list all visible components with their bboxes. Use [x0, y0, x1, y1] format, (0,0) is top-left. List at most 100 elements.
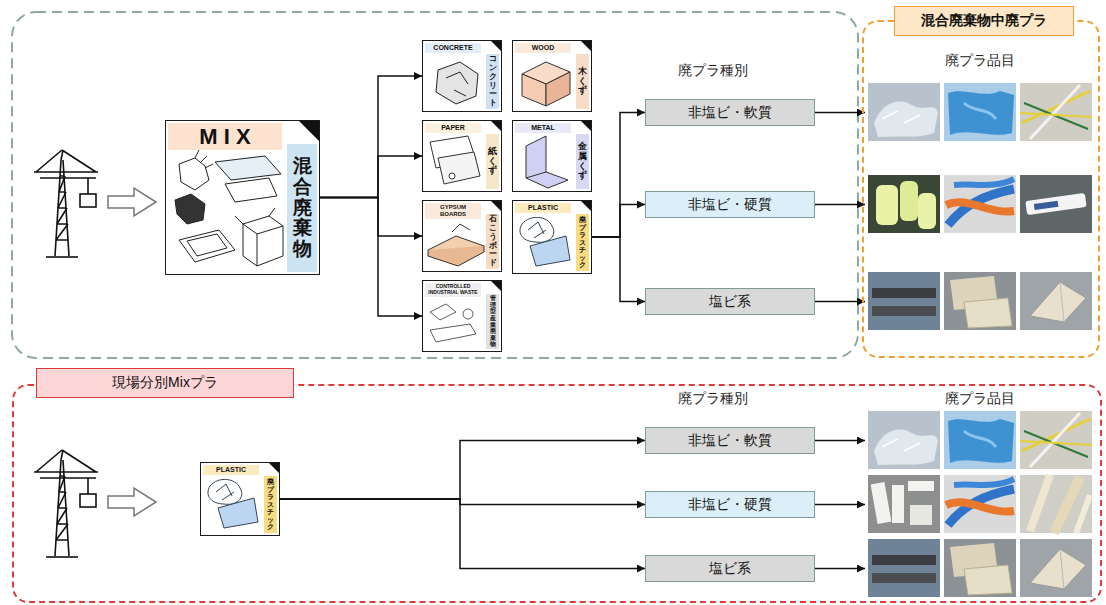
column-heading: 廃プラ品目	[945, 52, 1015, 70]
category-box: 塩ビ系	[645, 555, 815, 582]
flow-arrow	[280, 441, 645, 500]
bxh-holder: 非塩ビ・軟質	[688, 104, 772, 122]
concrete-icon-art	[490, 40, 502, 52]
photo-grid	[944, 272, 1016, 330]
photo-grid	[1020, 411, 1092, 469]
photo-arrow	[815, 568, 865, 570]
flow-arrow	[320, 156, 422, 198]
region-heading: 混合廃棄物中廃プラ	[894, 6, 1074, 36]
hd-holder: CONCRETE	[425, 43, 481, 53]
mix-waste-art	[215, 156, 281, 180]
photo-grid	[1020, 539, 1092, 597]
vertical-label: 廃プラスチック	[579, 216, 586, 269]
photo-arrow	[815, 440, 865, 442]
vertical-label: 石こうボード	[489, 215, 497, 268]
flow-arrow	[592, 237, 645, 301]
photo-arrow	[815, 301, 865, 303]
bxh-holder: 非塩ビ・硬質	[688, 196, 772, 214]
gypsum-icon-art	[490, 200, 502, 212]
vertical-label: 廃プラスチック	[267, 478, 274, 531]
hd-holder: CONTROLLED INDUSTRIAL WASTE	[425, 283, 481, 297]
mix-waste-art	[195, 150, 213, 168]
waste-category-icon: METAL 金属くず	[512, 120, 592, 192]
photo-arrow	[815, 112, 865, 114]
wood-icon-art	[522, 62, 570, 106]
icon-heading: PLASTIC	[205, 466, 257, 474]
category-box: 非塩ビ・軟質	[645, 99, 815, 126]
icon-heading: GYPSUM BOARDS	[427, 204, 479, 218]
category-box: 非塩ビ・硬質	[645, 491, 815, 518]
band-holder: 紙くず	[486, 134, 499, 189]
band-holder: 金属くず	[576, 134, 589, 189]
vertical-label: 管理型産業廃棄物	[490, 295, 496, 348]
photo-grid	[868, 83, 940, 141]
band-holder: コンクリート	[486, 54, 499, 109]
hd-holder: GYPSUM BOARDS	[425, 203, 481, 219]
photo-grid	[1020, 475, 1092, 533]
concrete-icon-art	[436, 62, 478, 104]
column-heading: 廃プラ種別	[678, 390, 748, 408]
band-holder: 廃プラスチック	[264, 476, 277, 533]
mix-waste-art	[179, 158, 209, 190]
label-holder: 廃プラ品目	[945, 390, 1015, 408]
photo-grid	[868, 475, 940, 533]
label-holder: 廃プラ種別	[678, 62, 748, 80]
hd-holder: PLASTIC	[203, 465, 259, 475]
hollow-arrow	[108, 188, 156, 216]
mix-waste-art	[225, 178, 277, 202]
hd-holder: METAL	[515, 123, 571, 133]
band-holder: 混合廃棄物	[287, 144, 317, 272]
photo-grid	[868, 272, 940, 330]
vertical-label: コンクリート	[489, 55, 497, 108]
tab-holder: 現場分別Mixプラ	[36, 368, 294, 398]
photo-arrow	[815, 504, 865, 506]
region-heading: 現場分別Mixプラ	[36, 368, 294, 398]
photo-grid	[944, 175, 1016, 233]
metal-icon-art	[580, 120, 592, 132]
waste-category-icon: PLASTIC 廃プラスチック	[512, 200, 592, 274]
bxh-holder: 塩ビ系	[709, 560, 751, 578]
paper-icon-art	[430, 136, 480, 184]
icon-heading: M I X	[170, 124, 280, 149]
photo-grid	[1020, 175, 1092, 233]
box-label: 塩ビ系	[709, 560, 751, 578]
bxh-holder: 塩ビ系	[709, 293, 751, 311]
flow-arrow	[592, 205, 645, 238]
photo-arrow	[815, 204, 865, 206]
photo-grid	[944, 475, 1016, 533]
icon-heading: METAL	[517, 124, 569, 132]
mixed-waste-region	[12, 12, 858, 358]
box-label: 非塩ビ・軟質	[688, 104, 772, 122]
mix-waste-art	[179, 230, 235, 262]
category-box: 非塩ビ・硬質	[645, 191, 815, 218]
bxh-holder: 非塩ビ・硬質	[688, 496, 772, 514]
crane-icon	[34, 150, 98, 257]
flow-arrow	[320, 198, 422, 317]
waste-category-icon: GYPSUM BOARDS 石こうボード	[422, 200, 502, 272]
hd-holder: M I X	[168, 123, 282, 150]
waste-category-icon: WOOD木くず	[512, 40, 592, 112]
box-label: 非塩ビ・硬質	[688, 196, 772, 214]
box-label: 非塩ビ・硬質	[688, 496, 772, 514]
column-heading: 廃プラ種別	[678, 62, 748, 80]
mix-waste-art	[235, 208, 283, 266]
mix-waste-icon: M I X 混合廃棄物	[165, 120, 320, 275]
mix-waste-art	[187, 234, 227, 256]
category-box: 非塩ビ・軟質	[645, 427, 815, 454]
flow-arrow	[320, 76, 422, 198]
icon-heading: PLASTIC	[517, 204, 569, 212]
icon-heading: WOOD	[517, 44, 569, 52]
hollow-arrow	[108, 488, 156, 516]
waste-category-icon: PLASTIC 廃プラスチック	[200, 462, 280, 536]
vertical-label: 金属くず	[578, 142, 587, 182]
metal-icon-art	[526, 136, 568, 188]
photo-grid	[868, 83, 1092, 597]
box-label: 非塩ビ・軟質	[688, 432, 772, 450]
gypsum-icon-art	[428, 224, 484, 266]
flow-arrow	[280, 499, 645, 568]
flow-arrow	[592, 113, 645, 238]
mix-waste-art	[175, 194, 205, 224]
